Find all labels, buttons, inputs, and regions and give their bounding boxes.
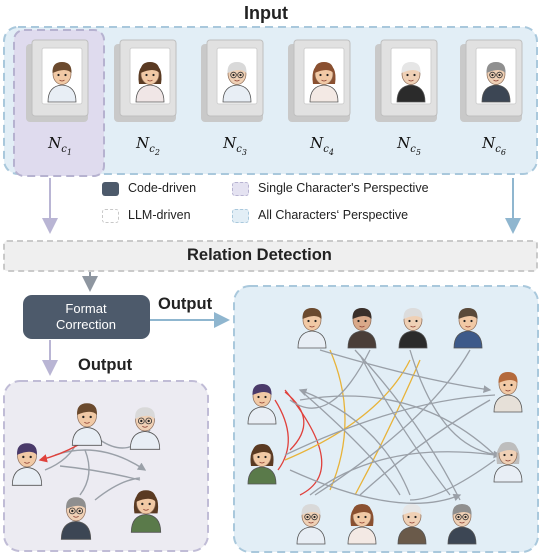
left-output-avatar-1 [71,403,103,446]
book-row [26,39,523,122]
relation-detection-bar [3,240,538,272]
legend-all-perspective: All Characters‘ Perspective [258,208,409,222]
right-output-avatar-6 [493,372,523,413]
right-graph-edges [274,349,502,504]
book-6 [460,39,523,122]
book-label-3: Nc3 [223,134,247,157]
legend-code-driven: Code-driven [128,181,197,195]
right-output-avatar-10 [347,504,377,545]
right-output-avatar-9 [296,504,326,545]
right-output-avatar-12 [447,504,477,545]
output-left-title: Output [78,356,133,374]
format-correction-box [23,295,150,339]
left-output-avatar-3 [11,443,43,486]
book-1 [26,39,89,122]
right-output-avatar-1 [297,308,327,349]
output-right-title: Output [158,295,213,313]
relation-detection-label: Relation Detection [187,246,332,264]
right-output-avatar-5 [247,384,277,425]
book-5 [375,39,438,122]
book-label-2: Nc2 [136,134,160,157]
right-output-panel [233,285,539,553]
avatar-layer [11,308,523,545]
right-output-avatar-8 [493,442,523,483]
left-output-avatar-2 [129,407,161,450]
book-label-4: Nc4 [310,134,334,157]
format-correction-label: Format Correction [56,301,116,332]
left-output-panel [3,380,209,552]
legend-llm-driven: LLM-driven [128,208,191,222]
right-output-avatar-3 [398,308,428,349]
input-title: Input [244,3,288,23]
legend-all-swatch [232,209,249,223]
legend-code-driven-swatch [102,182,119,196]
left-output-avatar-4 [130,490,162,533]
legend-llm-driven-swatch [102,209,119,223]
book-label-5: Nc5 [397,134,421,157]
right-output-avatar-11 [397,504,427,545]
book-label-6: Nc6 [482,134,506,157]
book-3 [201,39,264,122]
book-2 [114,39,177,122]
book-label-1: Nc1 [48,134,72,157]
right-output-avatar-4 [453,308,483,349]
right-output-avatar-2 [347,308,377,349]
left-output-avatar-5 [60,497,92,540]
legend-single-swatch [232,182,249,196]
left-graph-edges [38,429,151,501]
legend-single-perspective: Single Character's Perspective [258,181,429,195]
book-4 [288,39,351,122]
right-output-avatar-7 [247,444,277,485]
